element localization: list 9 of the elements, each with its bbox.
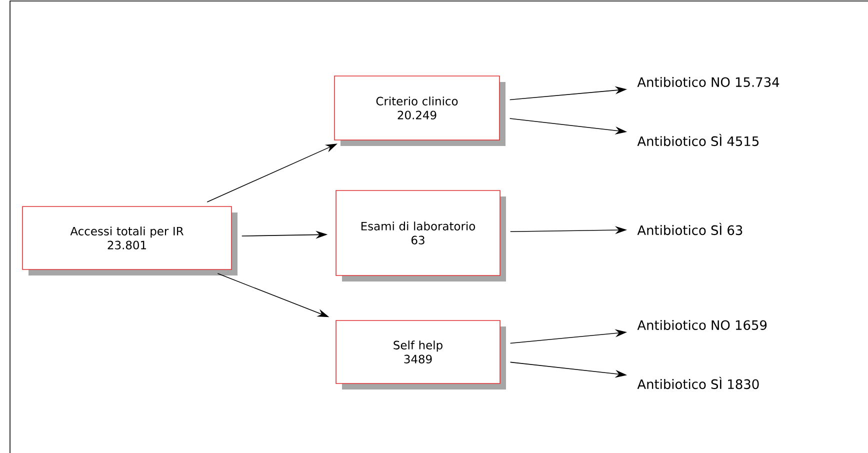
- process-box: Esami di laboratorio 63: [336, 190, 506, 282]
- result-label: Antibiotico NO 1659: [637, 320, 767, 330]
- process-box: Self help 3489: [336, 320, 506, 390]
- result-label: Antibiotico NO 15.734: [637, 76, 780, 87]
- result-label: Antibiotico SÌ 4515: [637, 134, 758, 146]
- process-box: Criterio clinico 20.249: [334, 76, 506, 146]
- process-box: Accessi totali per IR 23.801: [22, 206, 238, 276]
- result-label: Antibiotico SÌ 1830: [637, 376, 759, 390]
- result-label: Antibiotico SÌ 63: [637, 222, 742, 236]
